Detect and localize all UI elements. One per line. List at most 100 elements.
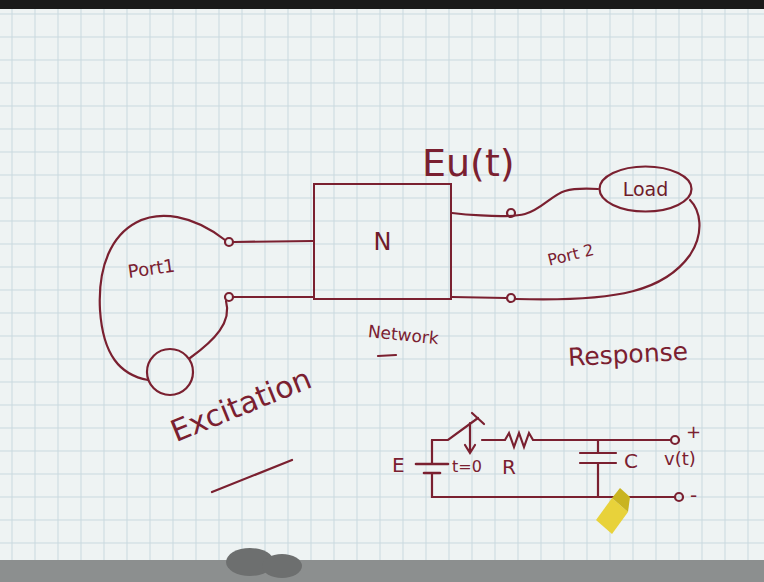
grid-line [403,9,404,560]
grid-line [288,9,289,560]
top-wire [598,439,671,441]
capacitor-name: C [624,450,638,472]
grid-line [380,9,381,560]
grid-line [0,451,764,452]
grid-line [0,221,764,222]
circuit-wires [100,200,700,501]
polarity-sign: + [686,422,701,442]
marker-pen [612,488,630,512]
switch-arrow [465,423,475,453]
grid-line [610,9,611,560]
response-label: Response [567,338,688,372]
grid-line [35,9,36,560]
grid-line [357,9,358,560]
grid-line [0,83,764,84]
grid-line [0,405,764,406]
port-wire [452,297,506,298]
grid-line [0,267,764,268]
bottom-frame [0,560,764,582]
port-loop [100,216,225,380]
grid-line [104,9,105,560]
port-loop [190,301,227,358]
terminal [671,436,679,444]
switch-time: t=0 [452,458,482,476]
port-name: Port1 [127,256,176,282]
grid-line [679,9,680,560]
source-name: E [392,454,405,476]
grid-line [0,175,764,176]
battery-wire [431,440,433,464]
load-ellipse: Load [598,165,693,213]
polarity-sign: - [690,484,697,506]
underline [212,460,292,492]
port-wire [234,241,313,242]
grid-line [725,9,726,560]
grid-line [150,9,151,560]
excitation-function: Eu(t) [422,143,515,185]
grid-line [12,9,13,560]
node-text: Load [623,178,669,200]
network-label: Network [367,322,440,348]
resistor-symbol [482,433,598,447]
grid-line [495,9,496,560]
grid-line [449,9,450,560]
grid-line [0,290,764,291]
grid-line [0,313,764,314]
grid-line [0,520,764,521]
grid-line [127,9,128,560]
node-text: N [374,228,392,256]
grid-line [426,9,427,560]
grid-line [0,129,764,130]
resistor-name: R [502,456,516,478]
network-box: N [313,183,452,300]
grid-line [748,9,749,560]
ellipse-outline [600,167,692,212]
grid-line [587,9,588,560]
underline [378,355,396,356]
grid-line [334,9,335,560]
grid-line [541,9,542,560]
grid-line [0,543,764,544]
port-loop [516,200,699,299]
port-name: Port 2 [546,241,596,269]
grid-line [265,9,266,560]
port-wire [234,296,313,298]
grid-line [0,152,764,153]
port-wire [452,189,598,216]
grid-line [0,37,764,38]
grid-line [0,106,764,107]
bottom-wire [432,473,675,497]
voltage-name: v(t) [664,449,696,469]
grid-lines [0,9,764,560]
hand [262,554,302,578]
capacitor-symbol [580,440,616,497]
terminal [225,293,233,301]
grid-line [656,9,657,560]
grid-line [0,428,764,429]
top-frame [0,0,764,9]
hand [226,548,302,578]
terminal [225,238,233,246]
grid-line [0,474,764,475]
grid-line [702,9,703,560]
grid-line [196,9,197,560]
marker-pen [596,488,630,534]
switch-mark [472,413,484,424]
terminal [507,294,515,302]
grid-line [564,9,565,560]
grid-line [0,14,764,15]
grid-line [219,9,220,560]
source-circle [147,349,193,395]
grid-line [173,9,174,560]
grid-line [0,60,764,61]
grid-line [518,9,519,560]
terminal [675,493,683,501]
grid-line [633,9,634,560]
grid-line [58,9,59,560]
battery-plate [416,463,448,466]
grid-line [0,382,764,383]
grid-line [242,9,243,560]
